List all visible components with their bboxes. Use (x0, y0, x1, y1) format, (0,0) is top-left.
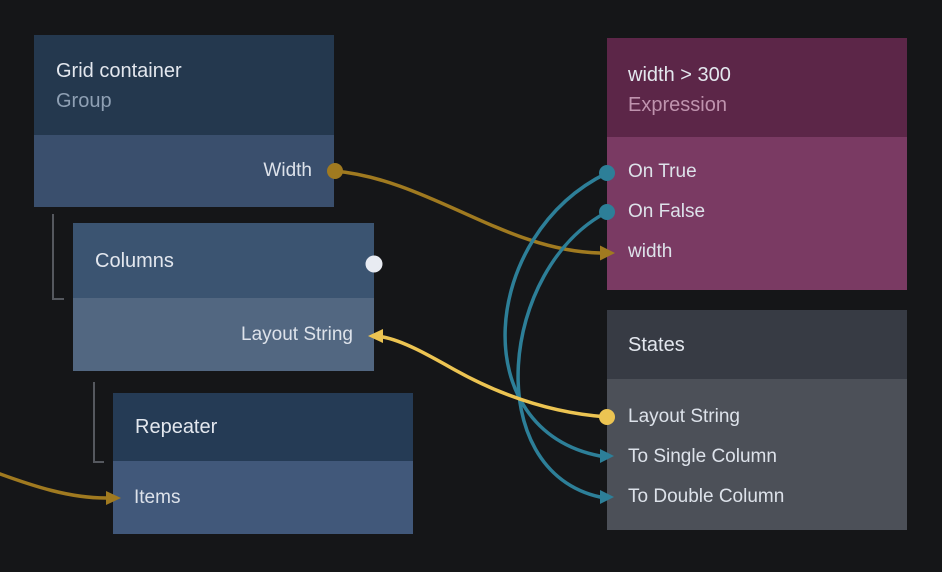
wire-layout-string-to-columns[interactable] (381, 335, 609, 419)
port-label-width-output: Width (263, 160, 312, 181)
node-title: Columns (95, 249, 174, 272)
wire-offscreen-to-items[interactable] (0, 471, 108, 500)
node-states[interactable]: States Layout String To Single Column To… (607, 310, 907, 530)
node-expression-header[interactable]: width > 300 Expression (607, 38, 907, 137)
node-subtitle: Group (56, 90, 112, 112)
node-subtitle: Expression (628, 94, 727, 116)
node-columns[interactable]: Columns Layout String (73, 223, 374, 371)
port-label-layout-string-output: Layout String (628, 406, 740, 427)
port-label-items-input: Items (134, 486, 181, 508)
node-states-header[interactable]: States (607, 310, 907, 379)
port-label-on-true-output: On True (628, 161, 697, 182)
wire-on-true-to-single-column[interactable] (503, 171, 609, 458)
node-expression[interactable]: width > 300 Expression On True On False … (607, 38, 907, 290)
port-label-on-false-output: On False (628, 201, 706, 222)
node-repeater-header[interactable]: Repeater (113, 393, 413, 461)
node-columns-body: Layout String (73, 298, 374, 371)
node-grid-container-body: Width (34, 135, 334, 207)
node-columns-header[interactable]: Columns (73, 223, 374, 298)
port-label-to-double-column-input: To Double Column (628, 486, 785, 507)
node-title: width > 300 (628, 64, 731, 86)
node-title: Repeater (135, 416, 218, 438)
wire-on-false-to-double-column[interactable] (516, 210, 609, 499)
node-grid-container[interactable]: Grid container Group Width (34, 35, 334, 207)
node-repeater[interactable]: Repeater Items (113, 393, 413, 534)
node-title: Grid container (56, 60, 182, 82)
node-title: States (628, 333, 685, 356)
node-expression-body: On True On False width (607, 137, 907, 290)
hierarchy-bracket-grid-to-columns (52, 214, 64, 300)
port-label-width-input: width (628, 241, 673, 262)
port-label-to-single-column-input: To Single Column (628, 446, 777, 467)
port-label-layout-string-input: Layout String (241, 323, 353, 345)
node-states-body: Layout String To Single Column To Double… (607, 379, 907, 530)
hierarchy-bracket-columns-to-repeater (93, 382, 104, 463)
wire-width-to-expression[interactable] (333, 169, 602, 255)
node-repeater-body: Items (113, 461, 413, 534)
node-grid-container-header[interactable]: Grid container Group (34, 35, 334, 135)
